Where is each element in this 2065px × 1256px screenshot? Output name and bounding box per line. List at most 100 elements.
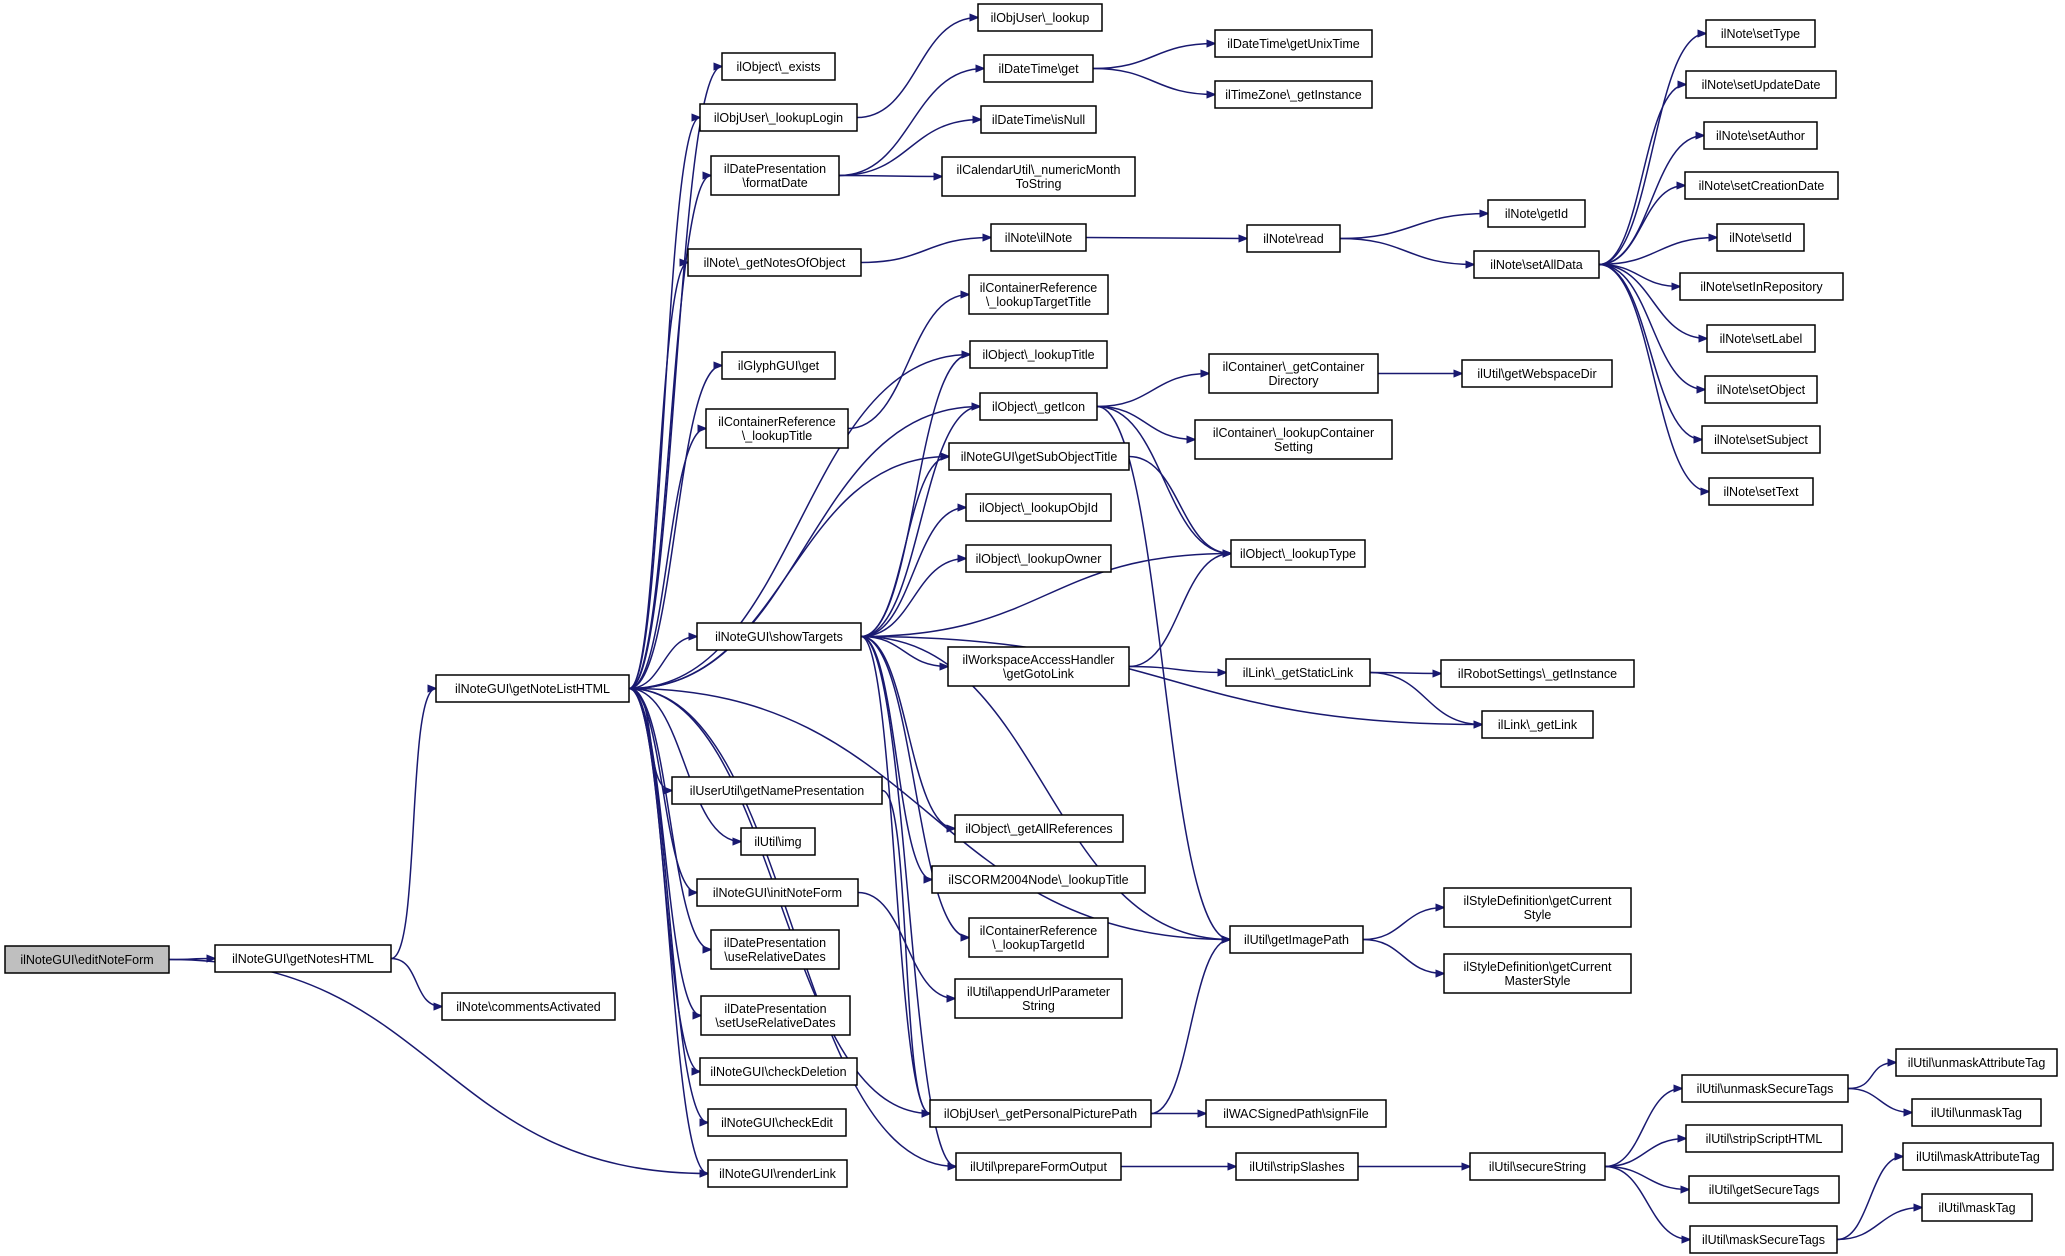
node-checkEdit[interactable]: ilNoteGUI\checkEdit [707, 1108, 847, 1137]
edge-path [1128, 554, 1231, 668]
node-setSubject[interactable]: ilNote\setSubject [1701, 425, 1821, 454]
node-setType[interactable]: ilNote\setType [1705, 19, 1816, 48]
node-box [968, 917, 1109, 958]
node-box [1895, 1048, 2058, 1077]
node-linkGetLink[interactable]: ilLink\_getLink [1481, 710, 1594, 739]
node-setCreationDate[interactable]: ilNote\setCreationDate [1684, 171, 1839, 200]
node-editNoteForm[interactable]: ilNoteGUI\editNoteForm [4, 945, 170, 974]
node-maskTag[interactable]: ilUtil\maskTag [1921, 1193, 2033, 1222]
edge-getNoteListHTML-to-renderLink [628, 687, 708, 1174]
edge-noteRead-to-setAllData [1339, 237, 1474, 265]
node-prepareFormOutput[interactable]: ilUtil\prepareFormOutput [955, 1152, 1122, 1181]
node-lookupObjId[interactable]: ilObject\_lookupObjId [965, 493, 1112, 522]
node-signFile[interactable]: ilWACSignedPath\signFile [1205, 1099, 1387, 1128]
node-getNoteListHTML[interactable]: ilNoteGUI\getNoteListHTML [435, 674, 630, 703]
node-label: ilNoteGUI\showTargets [715, 630, 843, 644]
node-formatDate[interactable]: ilDatePresentation\formatDate [710, 155, 840, 196]
node-setAuthor[interactable]: ilNote\setAuthor [1703, 121, 1818, 150]
node-crLookupTargetTitle[interactable]: ilContainerReference\_lookupTargetTitle [968, 274, 1109, 315]
edge-path [1598, 263, 1705, 390]
node-objGetIcon[interactable]: ilObject\_getIcon [979, 392, 1098, 421]
node-box [929, 1099, 1152, 1128]
node-stripSlashes[interactable]: ilUtil\stripSlashes [1235, 1152, 1359, 1181]
node-box [710, 155, 840, 196]
node-unmaskTag[interactable]: ilUtil\unmaskTag [1911, 1098, 2042, 1127]
node-dtIsNull[interactable]: ilDateTime\isNull [980, 105, 1097, 134]
node-userLookup[interactable]: ilObjUser\_lookup [977, 3, 1103, 32]
node-checkDeletion[interactable]: ilNoteGUI\checkDeletion [699, 1057, 858, 1086]
node-robotGetInstance[interactable]: ilRobotSettings\_getInstance [1440, 659, 1635, 688]
node-getImagePath[interactable]: ilUtil\getImagePath [1229, 925, 1364, 954]
node-setText[interactable]: ilNote\setText [1708, 477, 1814, 506]
node-getUnixTime[interactable]: ilDateTime\getUnixTime [1214, 29, 1373, 58]
node-lookupOwner[interactable]: ilObject\_lookupOwner [965, 544, 1112, 573]
node-setUpdateDate[interactable]: ilNote\setUpdateDate [1685, 70, 1837, 99]
node-tzGetInstance[interactable]: ilTimeZone\_getInstance [1214, 80, 1373, 109]
node-secureString[interactable]: ilUtil\secureString [1469, 1152, 1606, 1181]
node-getSecureTags[interactable]: ilUtil\getSecureTags [1688, 1175, 1840, 1204]
node-getWebspaceDir[interactable]: ilUtil\getWebspaceDir [1461, 359, 1613, 388]
edge-path [1847, 1063, 1896, 1090]
node-commentsActivated[interactable]: ilNote\commentsActivated [441, 992, 616, 1021]
node-getNotesHTML[interactable]: ilNoteGUI\getNotesHTML [214, 944, 392, 973]
node-getAllReferences[interactable]: ilObject\_getAllReferences [954, 814, 1124, 843]
node-initNoteForm[interactable]: ilNoteGUI\initNoteForm [696, 878, 859, 907]
node-crLookupTargetId[interactable]: ilContainerReference\_lookupTargetId [968, 917, 1109, 958]
node-showTargets[interactable]: ilNoteGUI\showTargets [696, 622, 862, 651]
node-setObject[interactable]: ilNote\setObject [1704, 375, 1818, 404]
node-box [1911, 1098, 2042, 1127]
node-setLabel[interactable]: ilNote\setLabel [1706, 324, 1816, 353]
node-unmaskAttributeTag[interactable]: ilUtil\unmaskAttributeTag [1895, 1048, 2058, 1077]
edge-objGetIcon-to-getContainerDirectory [1096, 374, 1209, 408]
node-dtGet[interactable]: ilDateTime\get [983, 54, 1094, 83]
node-getNotesOfObject[interactable]: ilNote\_getNotesOfObject [687, 248, 862, 277]
node-maskSecureTags[interactable]: ilUtil\maskSecureTags [1689, 1225, 1838, 1254]
node-noteCtor[interactable]: ilNote\ilNote [990, 223, 1087, 252]
node-stripScriptHTML[interactable]: ilUtil\stripScriptHTML [1685, 1124, 1843, 1153]
node-label: ilObject\_lookupObjId [979, 501, 1098, 515]
node-utilImg[interactable]: ilUtil\img [740, 827, 816, 856]
node-getStaticLink[interactable]: ilLink\_getStaticLink [1225, 658, 1371, 687]
node-glyphGet[interactable]: ilGlyphGUI\get [721, 351, 836, 380]
node-getNamePresentation[interactable]: ilUserUtil\getNamePresentation [671, 776, 883, 805]
node-label: ilUtil\prepareFormOutput [970, 1160, 1107, 1174]
node-box [1685, 70, 1837, 99]
edge-path [168, 958, 708, 1174]
node-exists[interactable]: ilObject\_exists [721, 52, 836, 81]
node-getGotoLink[interactable]: ilWorkspaceAccessHandler\getGotoLink [947, 646, 1130, 687]
node-getSubObjectTitle[interactable]: ilNoteGUI\getSubObjectTitle [948, 442, 1130, 471]
edge-path [1604, 1165, 1690, 1240]
node-setAllData[interactable]: ilNote\setAllData [1473, 250, 1600, 279]
node-box [740, 827, 816, 856]
node-useRelativeDates[interactable]: ilDatePresentation\useRelativeDates [710, 929, 840, 970]
node-scormLookupTitle[interactable]: ilSCORM2004Node\_lookupTitle [931, 865, 1146, 894]
edge-path [628, 687, 711, 950]
node-label: ilDateTime\get [998, 62, 1079, 76]
node-unmaskSecureTags[interactable]: ilUtil\unmaskSecureTags [1681, 1074, 1849, 1103]
node-crLookupTitle[interactable]: ilContainerReference\_lookupTitle [705, 408, 849, 449]
node-box [1487, 199, 1586, 228]
node-maskAttributeTag[interactable]: ilUtil\maskAttributeTag [1902, 1142, 2054, 1171]
node-noteRead[interactable]: ilNote\read [1246, 224, 1341, 253]
node-getPersonalPicturePath[interactable]: ilObjUser\_getPersonalPicturePath [929, 1099, 1152, 1128]
node-setInRepository[interactable]: ilNote\setInRepository [1679, 272, 1844, 301]
edge-path [628, 687, 697, 893]
node-renderLink[interactable]: ilNoteGUI\renderLink [707, 1159, 848, 1188]
node-setId[interactable]: ilNote\setId [1716, 223, 1805, 252]
node-label: ilNote\setType [1721, 27, 1800, 41]
node-box [1705, 19, 1816, 48]
node-setUseRelativeDates[interactable]: ilDatePresentation\setUseRelativeDates [700, 995, 851, 1036]
node-label: ilNoteGUI\getSubObjectTitle [961, 450, 1118, 464]
edge-path [1096, 374, 1209, 408]
node-noteGetId[interactable]: ilNote\getId [1487, 199, 1586, 228]
node-box [947, 646, 1130, 687]
node-lookupType[interactable]: ilObject\_lookupType [1230, 539, 1366, 568]
node-objLookupTitle[interactable]: ilObject\_lookupTitle [969, 340, 1108, 369]
node-lookupLogin[interactable]: ilObjUser\_lookupLogin [699, 103, 858, 132]
